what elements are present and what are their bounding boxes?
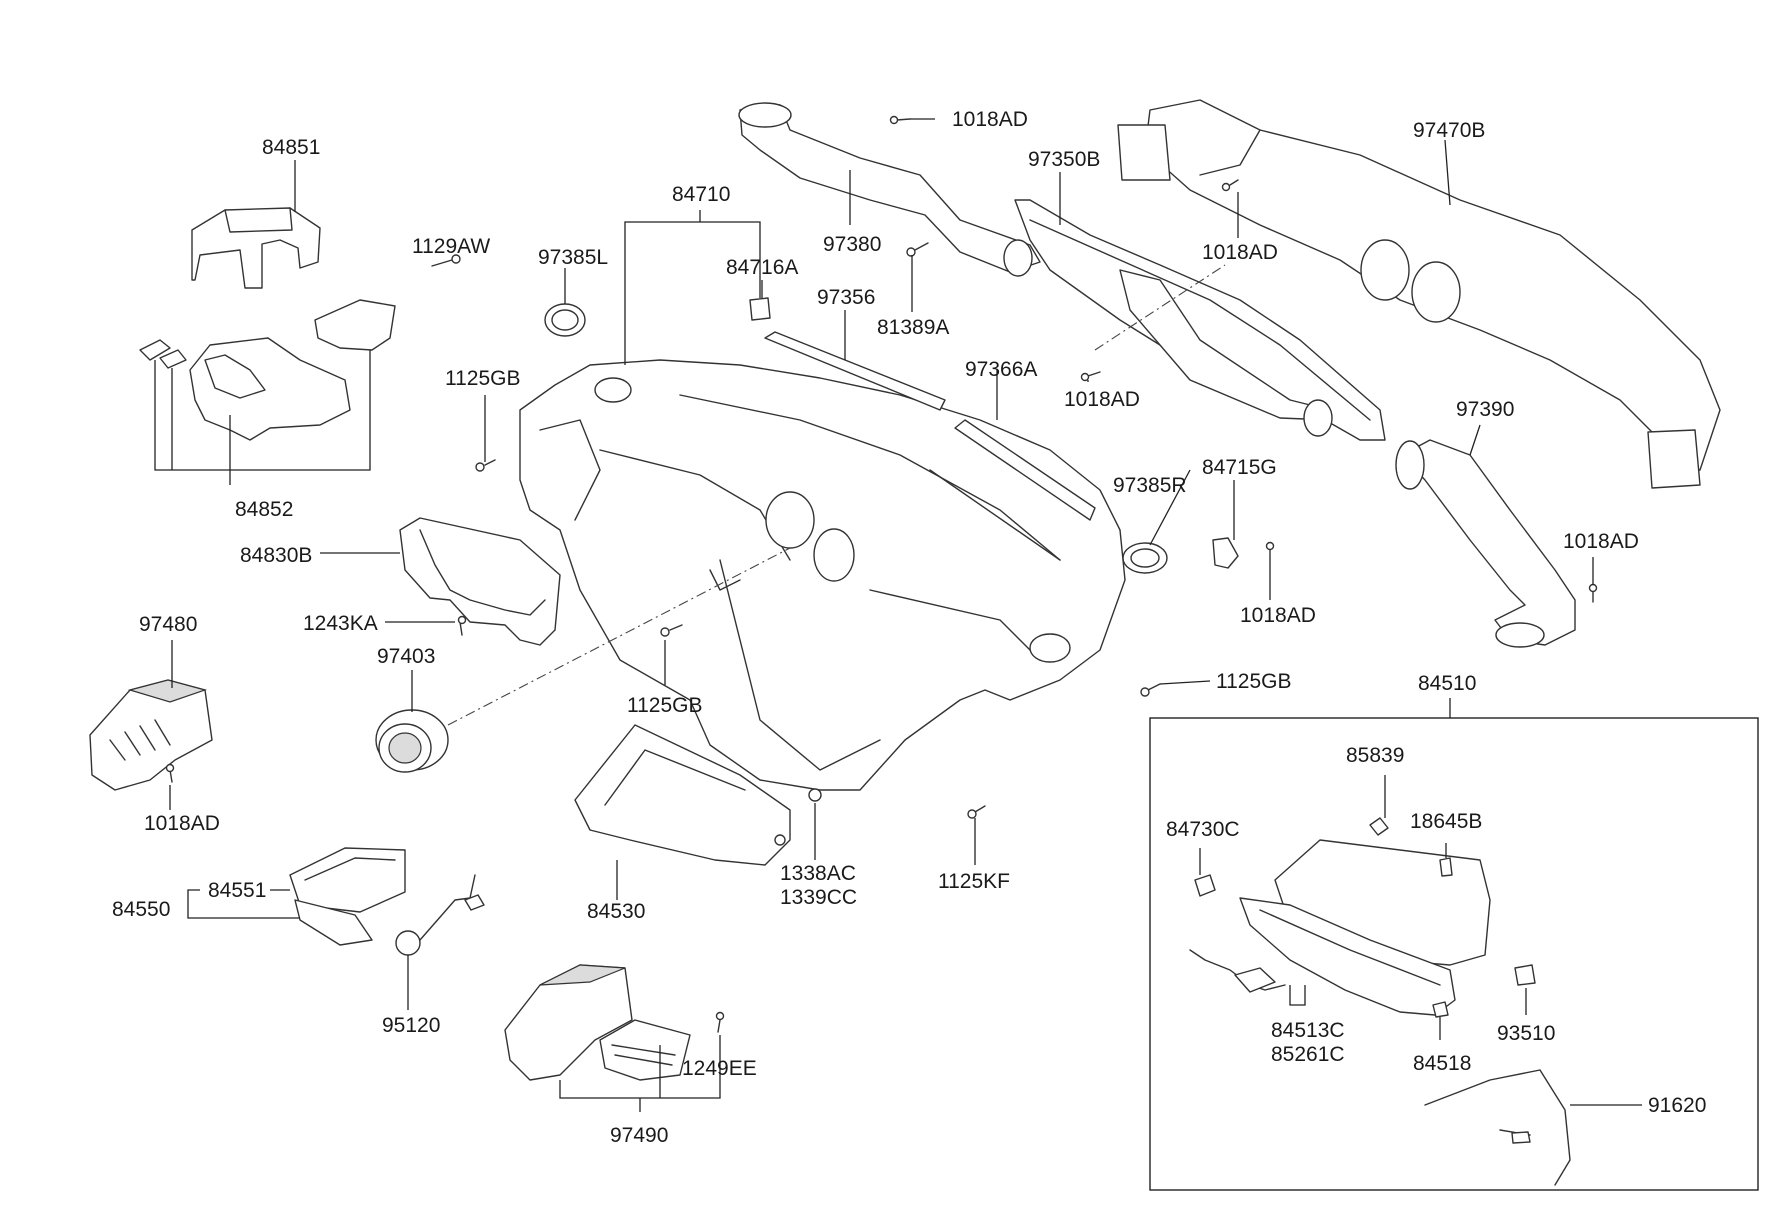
center-tray-assembly [289,847,406,946]
rear-air-duct [1117,99,1721,489]
screw-1018ad-top [889,115,911,125]
center-air-vent [504,964,691,1081]
switch-93510 [1514,964,1536,986]
label-84715g: 84715G [1202,456,1277,479]
label-18645b: 18645B [1410,810,1482,833]
screw-1125gb-center [660,624,683,637]
label-1125kf: 1125KF [938,870,1010,893]
label-1018ad-e: 1018AD [1202,241,1278,264]
screw-81389a [906,242,929,257]
label-97390: 97390 [1456,398,1514,421]
label-84550: 84550 [112,898,170,921]
label-1243ka: 1243KA [303,612,378,635]
label-1018ad-d: 1018AD [1240,604,1316,627]
screw-1018ad-left-vent [165,763,175,783]
label-1339cc: 1339CC [780,886,857,909]
screw-1125gb-right [1140,683,1161,697]
label-1018ad-b: 1018AD [952,108,1028,131]
label-85261c: 85261C [1271,1043,1345,1066]
label-84830b: 84830B [240,544,312,567]
air-duct-right [1395,439,1576,648]
label-1018ad-c: 1018AD [1064,388,1140,411]
label-84710: 84710 [672,183,730,206]
label-84730c: 84730C [1166,818,1240,841]
label-97480: 97480 [139,613,197,636]
screw-1018ad-clip [1265,541,1275,559]
label-1018ad-f: 1018AD [1563,530,1639,553]
label-84551: 84551 [208,879,266,902]
label-97356: 97356 [817,286,875,309]
leader-lines [154,118,1642,1112]
defrost-grille-right [1122,542,1168,574]
harness-84513c [1189,949,1286,993]
defrost-nozzle-strip-right [954,419,1096,521]
screw-1125kf [967,805,986,819]
label-97350b: 97350B [1028,148,1100,171]
lower-center-panel [574,724,791,866]
screw-1129aw [431,254,461,267]
label-1018ad-a: 1018AD [144,812,220,835]
steering-column-lower-shroud [139,299,396,441]
part-number-labels: 84851 1129AW 84852 84830B 1243KA 97480 9… [112,108,1706,1147]
label-85839: 85839 [1346,744,1404,767]
label-84510: 84510 [1418,672,1476,695]
label-84716a: 84716A [726,256,798,279]
small-pad-84716a [749,297,771,321]
label-1125gb-a: 1125GB [445,367,521,390]
defrost-grille-left [544,303,586,337]
label-97470b: 97470B [1413,119,1485,142]
clip-84715g [1212,537,1239,569]
label-1125gb-b: 1125GB [627,694,703,717]
label-84851: 84851 [262,136,320,159]
label-97385l: 97385L [538,246,608,269]
latch-84730c [1194,874,1216,897]
label-84518: 84518 [1413,1052,1471,1075]
label-97490: 97490 [610,1124,668,1147]
screw-1249ee [715,1011,725,1033]
screw-1125gb-left [475,459,496,472]
center-round-vent [375,709,449,773]
steering-column-upper-shroud [191,207,321,289]
screw-1243ka [457,615,467,636]
alignment-line-vent [447,547,791,726]
air-duct-left [738,102,1041,277]
defrost-nozzle-strip [764,331,946,411]
label-97366a: 97366A [965,358,1037,381]
screw-1018ad-right-duct [1588,583,1598,603]
label-97403: 97403 [377,645,435,668]
label-91620: 91620 [1648,1094,1706,1117]
label-84513c: 84513C [1271,1019,1345,1042]
center-duct-bracket [1014,199,1386,441]
bulb-18645b [1439,857,1453,877]
label-1338ac: 1338AC [780,862,856,885]
label-1129aw: 1129AW [412,235,490,258]
alignment-line-duct [1094,264,1226,351]
cluster-facia-panel [399,517,561,646]
label-97385r: 97385R [1113,474,1187,497]
side-air-vent-left [89,679,213,791]
label-97380: 97380 [823,233,881,256]
screw-1018ad-rear-duct [1221,179,1239,192]
label-84852: 84852 [235,498,293,521]
label-93510: 93510 [1497,1022,1555,1045]
power-socket-95120 [395,874,485,956]
label-95120: 95120 [382,1014,440,1037]
nut-1338ac [808,788,822,802]
label-81389a: 81389A [877,316,949,339]
wiring-91620 [1424,1069,1571,1186]
label-1249ee: 1249EE [682,1057,757,1080]
label-84530: 84530 [587,900,645,923]
glove-box-assembly [1239,817,1491,1016]
screw-1018ad-center-duct [1080,371,1101,382]
main-crash-pad [519,359,1126,791]
glove-box-group-frame [1149,717,1759,1191]
striker-84518 [1432,1001,1449,1018]
label-1125gb-c: 1125GB [1216,670,1292,693]
